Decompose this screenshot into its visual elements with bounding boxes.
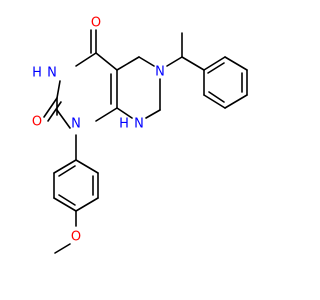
bond-n6-ch — [166, 56, 183, 67]
bond-n8-c8a — [116, 107, 133, 119]
bond-ar-1 — [75, 159, 99, 174]
bond-ar-d2 — [58, 194, 76, 206]
bond-ph-1 — [203, 56, 226, 71]
bond-c4-n3 — [75, 52, 97, 67]
bond-n3-c2 — [56, 80, 61, 99]
bond-c4a-c5 — [116, 56, 140, 71]
bond-c2-n1b — [56, 109, 71, 129]
bond-ch-ph — [181, 56, 205, 71]
bond-ar-4 — [53, 197, 77, 212]
atom-h-n8: H — [119, 117, 129, 132]
bond-c2-o-double — [47, 101, 62, 122]
atom-o-left: O — [32, 115, 42, 130]
bond-c7-n8 — [145, 109, 161, 119]
bond-ar-3 — [75, 197, 99, 212]
atom-o-methoxy: O — [71, 230, 81, 245]
bond-c2-o — [43, 97, 58, 118]
bond-ar-d3 — [58, 165, 76, 177]
atom-o-top: O — [91, 16, 101, 31]
bond-c8a-n1 — [95, 107, 118, 122]
bond-c4-c4a — [95, 52, 118, 71]
atom-n6: N — [155, 65, 165, 80]
chemical-structure-diagram: O H N O N N N H O — [32, 16, 248, 254]
atom-h-n3: H — [32, 66, 42, 81]
atom-n3: N — [47, 66, 57, 81]
bond-ph-d3 — [208, 91, 225, 103]
bond-ph-2 — [224, 56, 248, 71]
bond-ph-d1 — [207, 62, 225, 74]
bond-c5-n6 — [138, 56, 155, 67]
bond-o-ch3 — [54, 243, 71, 254]
bond-ph-5 — [203, 94, 226, 109]
bond-ph-4 — [224, 94, 248, 109]
atom-n8: N — [134, 117, 144, 132]
bond-ar-6 — [53, 159, 77, 174]
atom-n1: N — [71, 117, 81, 132]
